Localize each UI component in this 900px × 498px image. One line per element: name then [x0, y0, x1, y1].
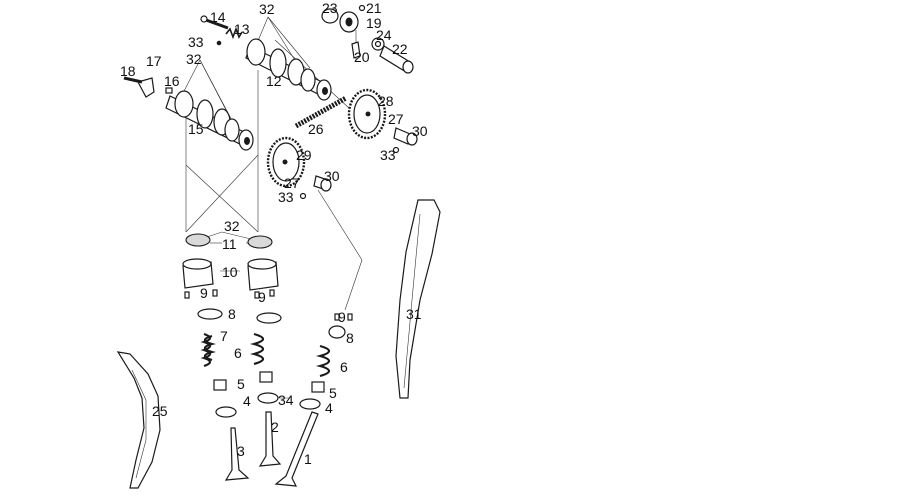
callout-11: 11: [222, 236, 237, 252]
callout-9: 9: [200, 285, 208, 301]
callout-9: 9: [258, 289, 266, 305]
cam-sprockets: [266, 88, 418, 200]
callout-5: 5: [237, 376, 245, 392]
callout-25: 25: [152, 403, 168, 419]
callout-28: 28: [378, 93, 394, 109]
callout-9: 9: [338, 309, 346, 325]
callout-2: 2: [271, 419, 279, 435]
callout-30: 30: [324, 168, 340, 184]
callout-5: 5: [329, 385, 337, 401]
callout-3: 3: [237, 443, 245, 459]
callout-33: 33: [278, 189, 294, 205]
callout-19: 19: [366, 15, 382, 31]
callout-14: 14: [210, 9, 226, 25]
callout-24: 24: [376, 27, 392, 43]
callout-26: 26: [308, 121, 324, 137]
callout-18: 18: [120, 63, 136, 79]
callout-17: 17: [146, 53, 162, 69]
callout-16: 16: [164, 73, 180, 89]
callout-32: 32: [224, 218, 240, 234]
callout-8: 8: [346, 330, 354, 346]
callout-34: 34: [278, 392, 294, 408]
chain-guides: [116, 199, 441, 489]
callout-8: 8: [228, 306, 236, 322]
callout-20: 20: [354, 49, 370, 65]
callout-6: 6: [340, 359, 348, 375]
callout-30: 30: [412, 123, 428, 139]
callout-10: 10: [222, 264, 238, 280]
callout-22: 22: [392, 41, 408, 57]
callout-6: 6: [234, 345, 242, 361]
callout-32: 32: [259, 1, 275, 17]
callout-33: 33: [188, 34, 204, 50]
decompressor-parts: [123, 4, 414, 98]
valve-train: [182, 233, 353, 487]
callout-1: 1: [304, 451, 312, 467]
callout-12: 12: [266, 73, 282, 89]
callout-15: 15: [188, 121, 204, 137]
callout-23: 23: [322, 0, 338, 16]
callout-32: 32: [186, 51, 202, 67]
camshaft-intake: [245, 38, 332, 101]
callout-31: 31: [406, 306, 422, 322]
callout-4: 4: [325, 400, 333, 416]
callout-13: 13: [234, 21, 250, 37]
callout-27: 27: [388, 111, 404, 127]
camshaft-exhaust: [165, 90, 254, 151]
callout-21: 21: [366, 0, 382, 16]
callout-labels: 14 13 33 32 23 21 19 20 24 22 17 18 16 3…: [120, 0, 428, 467]
callout-7: 7: [220, 328, 228, 344]
callout-33: 33: [380, 147, 396, 163]
callout-29: 29: [296, 147, 312, 163]
callout-4: 4: [243, 393, 251, 409]
callout-27: 27: [284, 175, 300, 191]
